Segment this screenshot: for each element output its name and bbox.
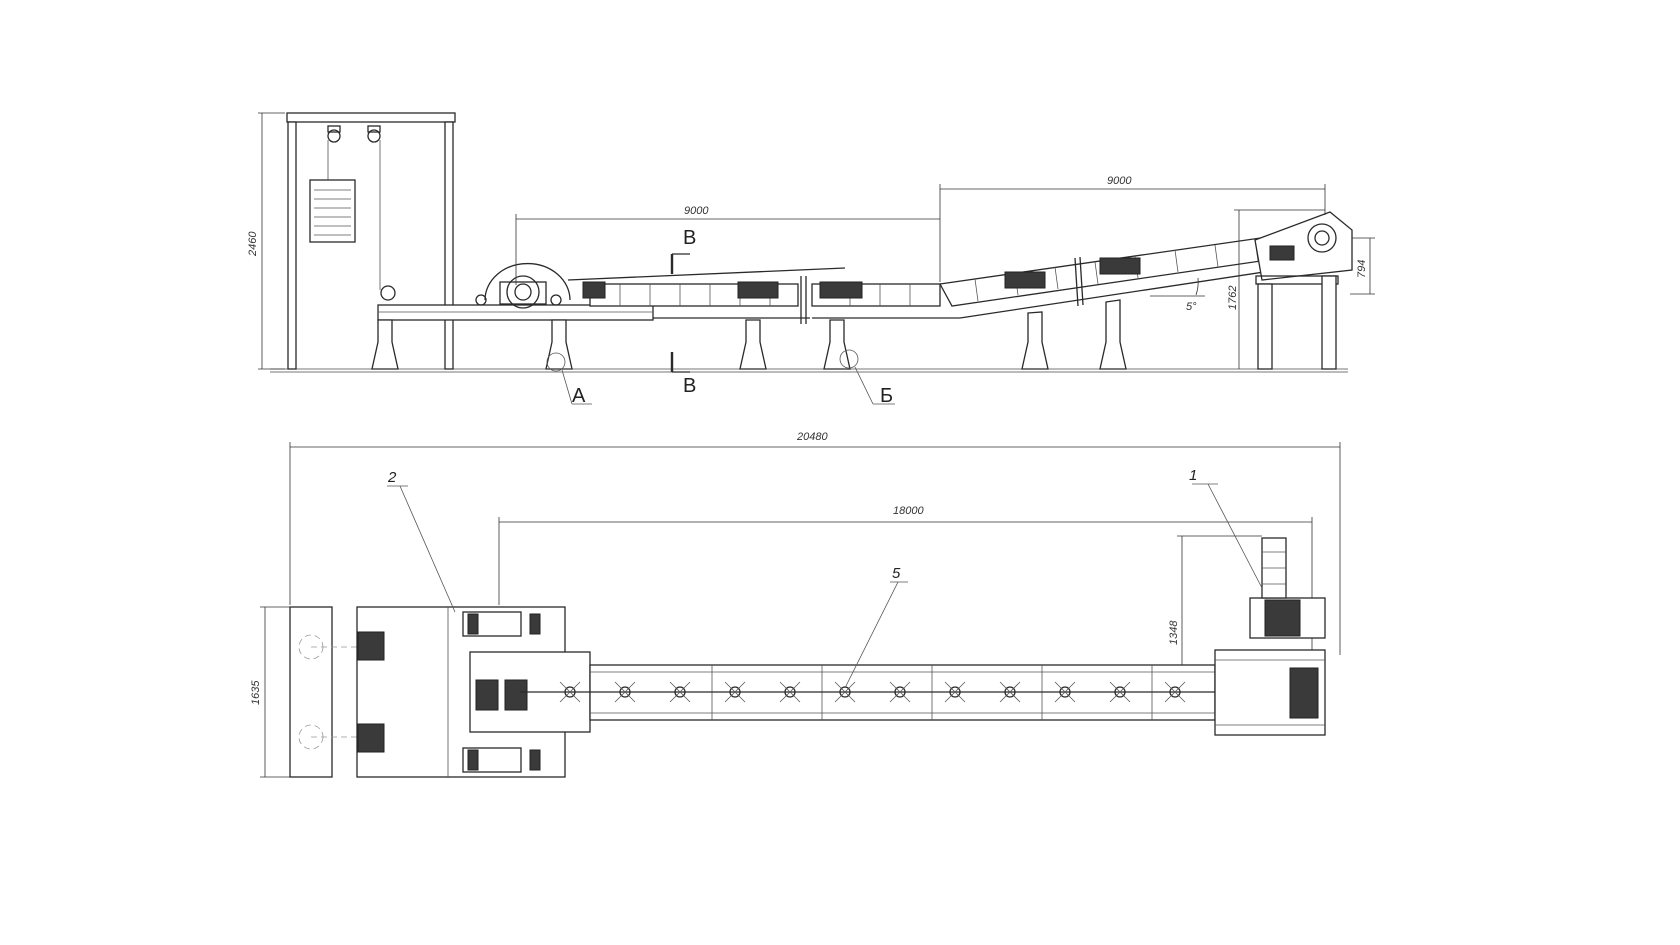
- dim-span-lower-text: 9000: [684, 205, 709, 217]
- callout-drive-label: 1: [1189, 467, 1197, 484]
- node-a-callout: А: [546, 352, 592, 407]
- node-a-label: А: [572, 385, 586, 407]
- dim-overall-length-text: 20480: [796, 431, 828, 443]
- dim-drive-width-text: 1348: [1168, 620, 1180, 645]
- callout-drive: 1: [1189, 467, 1263, 589]
- dim-head-offset: 794: [1350, 237, 1375, 295]
- support-legs: [371, 299, 1127, 370]
- node-b-callout: Б: [839, 349, 895, 407]
- dim-head-offset-text: 794: [1356, 260, 1368, 278]
- callout-chain: 5: [844, 565, 908, 689]
- dim-height-head-text: 1762: [1227, 286, 1239, 310]
- dim-height-total-text: 2460: [247, 231, 259, 257]
- drive-motor-plan: [1249, 537, 1326, 639]
- counterweight-plan: [289, 606, 470, 778]
- dim-overall-length: 20480: [289, 431, 1341, 655]
- dim-chain-length: 18000: [498, 505, 1313, 655]
- dim-incline-angle-text: 5°: [1186, 301, 1197, 313]
- conveyor-straight-2: [811, 281, 960, 319]
- dim-height-head: 1762: [1227, 209, 1325, 369]
- dim-width: 1635: [250, 606, 290, 778]
- section-marker-top-label: В: [683, 227, 696, 249]
- dim-incline-angle: 5°: [1150, 277, 1205, 313]
- chain-links: [520, 681, 1290, 703]
- dim-chain-length-text: 18000: [893, 505, 924, 517]
- dim-width-text: 1635: [250, 680, 262, 705]
- dim-height-total: 2460: [247, 112, 285, 370]
- plan-view: 20480 18000 1635 1348: [250, 431, 1341, 778]
- head-section-plan: [1214, 649, 1326, 736]
- section-marker-bottom-label: В: [683, 375, 696, 397]
- callout-tail: 2: [387, 469, 456, 613]
- ground-line: [270, 368, 1348, 373]
- section-marker-top: В: [670, 227, 696, 274]
- section-marker-bottom: В: [670, 352, 696, 397]
- break-lines: [800, 256, 1084, 324]
- callout-chain-label: 5: [892, 565, 901, 582]
- node-b-label: Б: [880, 385, 893, 407]
- head-drive: [1254, 211, 1353, 370]
- dim-span-upper-text: 9000: [1107, 175, 1132, 187]
- conveyor-straight-1: [582, 281, 810, 319]
- dim-span-lower: 9000: [515, 184, 941, 285]
- callout-tail-label: 2: [387, 469, 397, 486]
- tail-frame: [377, 304, 654, 321]
- counterweight: [309, 179, 356, 243]
- tension-tower: [286, 112, 456, 370]
- dim-span-upper: 9000: [940, 175, 1326, 215]
- tail-sprocket: [475, 262, 846, 309]
- side-view: 2460 9000 9000 1762 794: [247, 112, 1375, 407]
